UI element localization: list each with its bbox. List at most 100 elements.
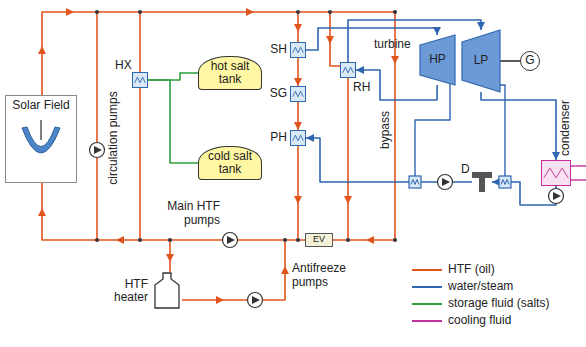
flow-arrow <box>38 208 46 216</box>
annotation-label: bypass <box>379 111 393 149</box>
preheater-shape <box>291 131 305 145</box>
deaerator-shape <box>472 172 492 178</box>
pump-symbol <box>553 192 561 200</box>
deaerator-shape <box>472 172 492 192</box>
salt-tank: hot salt tank <box>198 56 262 90</box>
node-label: G <box>525 54 534 67</box>
flow-arrow <box>216 296 224 304</box>
legend-text: cooling fluid <box>448 314 511 328</box>
steam-extraction-pipe <box>500 85 505 176</box>
receiver-tube <box>40 120 42 140</box>
pipe-connector <box>306 28 437 50</box>
legend-line-sample <box>412 303 442 305</box>
flow-arrow <box>281 266 289 274</box>
pipe-connector <box>348 20 481 62</box>
exchanger-coil <box>293 135 304 141</box>
node-label: RH <box>353 81 370 94</box>
exchanger-coil <box>293 47 304 53</box>
node-label: hot salt tank <box>199 60 261 86</box>
legend-text: storage fluid (salts) <box>448 297 549 311</box>
flow-arrow <box>38 46 46 54</box>
flow-arrow <box>391 56 399 64</box>
deaerator-shape <box>479 178 485 192</box>
reheater: RH <box>340 62 356 78</box>
reheater-shape <box>341 63 355 77</box>
exchanger-coil <box>135 77 146 83</box>
deaerator: D <box>472 172 492 192</box>
flow-arrow <box>166 254 174 262</box>
exchanger-coil <box>293 91 304 97</box>
cooling-pipe <box>571 179 586 180</box>
generator: G <box>520 51 540 71</box>
expansion-vessel: EV <box>305 233 333 247</box>
junction-dot <box>296 10 300 14</box>
junction-dot <box>138 10 142 14</box>
legend-line-sample <box>412 320 442 322</box>
pipe-connector <box>481 92 556 160</box>
annotation-label: circulation pumps <box>107 91 121 184</box>
heat-exchanger: HX <box>132 72 148 88</box>
htf-pipe <box>297 146 299 240</box>
htf-pipe <box>182 240 285 300</box>
superheater: SH <box>290 42 306 58</box>
turbine-shape <box>462 30 500 92</box>
legend-line-sample <box>412 269 442 271</box>
junction-dot <box>168 238 172 242</box>
junction-dot <box>138 238 142 242</box>
turbine-shape <box>420 35 455 85</box>
pump-symbol <box>442 178 450 186</box>
pipe-connector <box>500 60 520 62</box>
flow-arrow <box>294 24 302 32</box>
node-label: Solar Field <box>12 99 69 112</box>
superheater-shape <box>291 43 305 57</box>
junction-dot <box>283 238 287 242</box>
htf-pipe <box>347 78 349 240</box>
heat-exchanger-symbol <box>409 176 421 188</box>
node-label: HTF heater <box>108 278 148 304</box>
pipe-connector <box>148 73 198 80</box>
flow-arrow <box>246 8 254 16</box>
node-label: EV <box>313 235 325 245</box>
legend-line-sample <box>412 286 442 288</box>
node-label: HP <box>429 53 446 66</box>
junction-dot <box>95 238 99 242</box>
exchanger-coil <box>501 180 509 185</box>
junction-dot <box>95 10 99 14</box>
steam-extraction-pipe <box>415 84 450 176</box>
exchanger-coil <box>411 180 419 185</box>
flow-arrow <box>66 8 74 16</box>
node-label: LP <box>474 54 489 67</box>
heater-shape <box>155 273 179 308</box>
heat-exchanger-symbol <box>411 180 419 185</box>
salt-tank: cold salt tank <box>198 146 262 180</box>
pump-symbol <box>94 146 102 154</box>
steam-generator-shape <box>291 87 305 101</box>
node-label: PH <box>270 131 287 144</box>
flow-arrow <box>366 236 374 244</box>
htf-pipe <box>96 12 98 240</box>
pump-symbol <box>248 293 263 308</box>
node-label: D <box>461 163 470 176</box>
node-label: SG <box>270 87 287 100</box>
node-label: cold salt tank <box>199 150 261 176</box>
flow-arrow <box>344 196 352 204</box>
steam-generator: SG <box>290 86 306 102</box>
pump-symbol <box>252 296 260 304</box>
junction-dot <box>328 10 332 14</box>
heat-exchanger-shape <box>133 73 147 87</box>
pump-symbol <box>549 189 564 204</box>
annotation-label: Antifreeze pumps <box>292 262 362 290</box>
pipe-connector <box>297 58 299 86</box>
pipe-connector <box>297 102 299 130</box>
heat-exchanger-symbol <box>501 180 509 185</box>
condenser-shape <box>542 161 570 185</box>
exchanger-coil <box>544 168 568 178</box>
junction-dot <box>393 10 397 14</box>
flow-arrow <box>116 236 124 244</box>
node-label: SH <box>270 43 287 56</box>
hp-turbine: HP <box>420 35 455 85</box>
node-label: condenser <box>559 100 572 156</box>
preheater: PH <box>290 130 306 146</box>
heat-exchanger-symbol <box>499 176 511 188</box>
condenser: condenser <box>541 160 571 186</box>
